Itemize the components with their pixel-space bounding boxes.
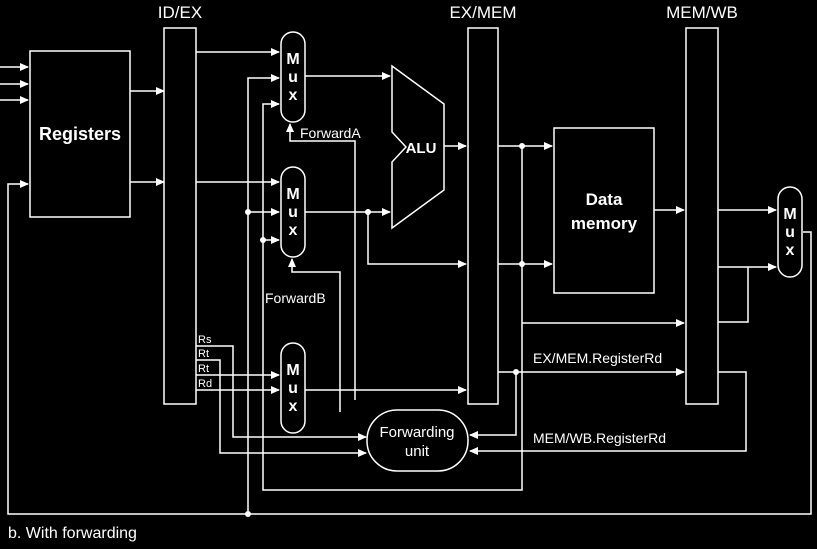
svg-text:x: x bbox=[289, 398, 298, 415]
svg-text:M: M bbox=[286, 186, 299, 203]
junction-dots bbox=[245, 143, 525, 517]
registers-label: Registers bbox=[39, 124, 121, 144]
alu-block: ALU bbox=[391, 64, 445, 230]
alu-label: ALU bbox=[406, 140, 437, 157]
data-memory-label-line1: Data bbox=[586, 190, 623, 209]
mux-write-back: M u x bbox=[777, 186, 803, 278]
svg-text:M: M bbox=[783, 206, 796, 223]
svg-text:u: u bbox=[288, 380, 298, 397]
mem-wb-register: MEM/WB bbox=[666, 3, 738, 405]
rt-field-label-2: Rt bbox=[198, 363, 209, 375]
ex-mem-label: EX/MEM bbox=[449, 3, 516, 22]
rs-field-label: Rs bbox=[198, 334, 212, 346]
forwarding-unit-block: Forwarding unit bbox=[366, 409, 469, 472]
svg-text:x: x bbox=[289, 222, 298, 239]
rt-field-label-1: Rt bbox=[198, 348, 209, 360]
svg-text:x: x bbox=[786, 242, 795, 259]
mux-forward-b: M u x bbox=[280, 166, 306, 258]
figure-caption: b. With forwarding bbox=[8, 525, 137, 542]
mem-wb-register-rd-label: MEM/WB.RegisterRd bbox=[533, 430, 666, 446]
forward-b-label: ForwardB bbox=[265, 290, 326, 306]
data-memory-label-line2: memory bbox=[571, 214, 638, 233]
forward-a-label: ForwardA bbox=[300, 125, 361, 141]
wires bbox=[0, 48, 812, 515]
id-ex-register: ID/EX bbox=[158, 3, 202, 405]
forwarding-unit-label-line2: unit bbox=[405, 443, 430, 460]
mux-forward-a: M u x bbox=[280, 31, 306, 123]
ex-mem-register-rd-label: EX/MEM.RegisterRd bbox=[533, 350, 662, 366]
svg-text:M: M bbox=[286, 362, 299, 379]
rd-field-label: Rd bbox=[198, 378, 212, 390]
id-ex-label: ID/EX bbox=[158, 3, 202, 22]
svg-text:u: u bbox=[288, 69, 298, 86]
svg-text:u: u bbox=[785, 224, 795, 241]
mem-wb-label: MEM/WB bbox=[666, 3, 738, 22]
svg-text:x: x bbox=[289, 87, 298, 104]
registers-block: Registers bbox=[29, 50, 131, 218]
mux-register-destination: M u x bbox=[280, 342, 306, 434]
forwarding-unit-label-line1: Forwarding bbox=[379, 424, 454, 441]
svg-text:M: M bbox=[286, 51, 299, 68]
svg-text:u: u bbox=[288, 204, 298, 221]
ex-mem-register: EX/MEM bbox=[449, 3, 517, 405]
data-memory-block: Data memory bbox=[553, 127, 655, 294]
